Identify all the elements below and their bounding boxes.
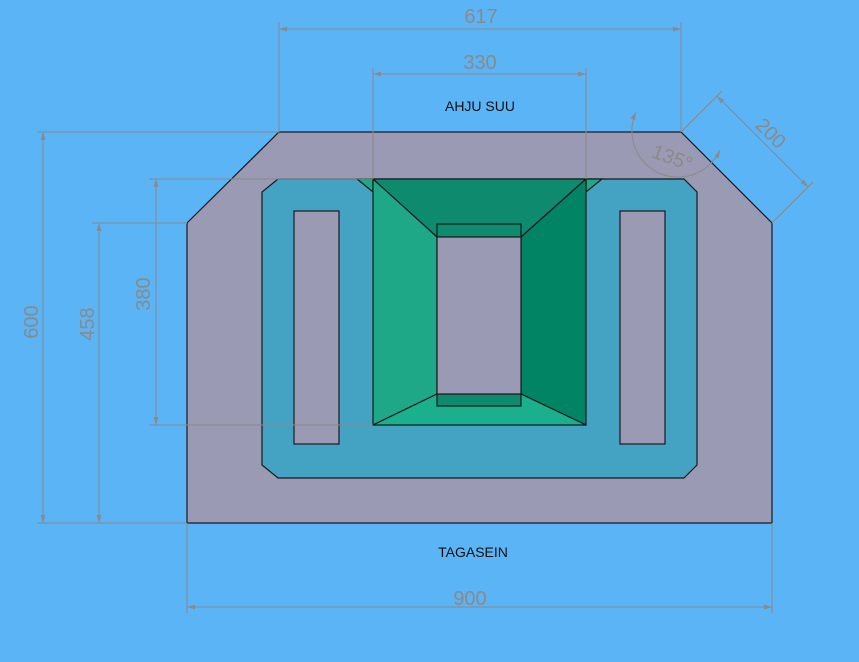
dimension-label-top-width: 617 [464,6,497,28]
dimension-label-opening-height: 380 [133,277,155,310]
dimension-overall-width: 900 [186,523,773,613]
center-opening [436,236,522,395]
left-slot [293,210,340,445]
center-opening-bottom-lip [436,393,522,407]
dimension-mid-height: 458 [77,222,187,523]
dimension-label-overall-height: 600 [21,305,43,338]
dimension-label-overall-width: 900 [453,588,486,610]
label-tagasein: TAGASEIN [438,544,508,560]
dimension-label-opening-width: 330 [463,52,496,74]
dimension-overall-height: 600 [21,131,279,524]
dimension-opening-width: 330 [372,52,587,179]
label-ahju-suu: AHJU SUU [445,98,515,114]
dimension-top-width: 617 [278,6,682,132]
center-opening-top-lip [436,223,522,238]
dimension-label-mid-height: 458 [77,307,99,340]
right-slot [619,210,666,445]
dimension-opening-height: 380 [133,178,373,426]
dimension-label-chamfer: 200 [751,114,790,153]
